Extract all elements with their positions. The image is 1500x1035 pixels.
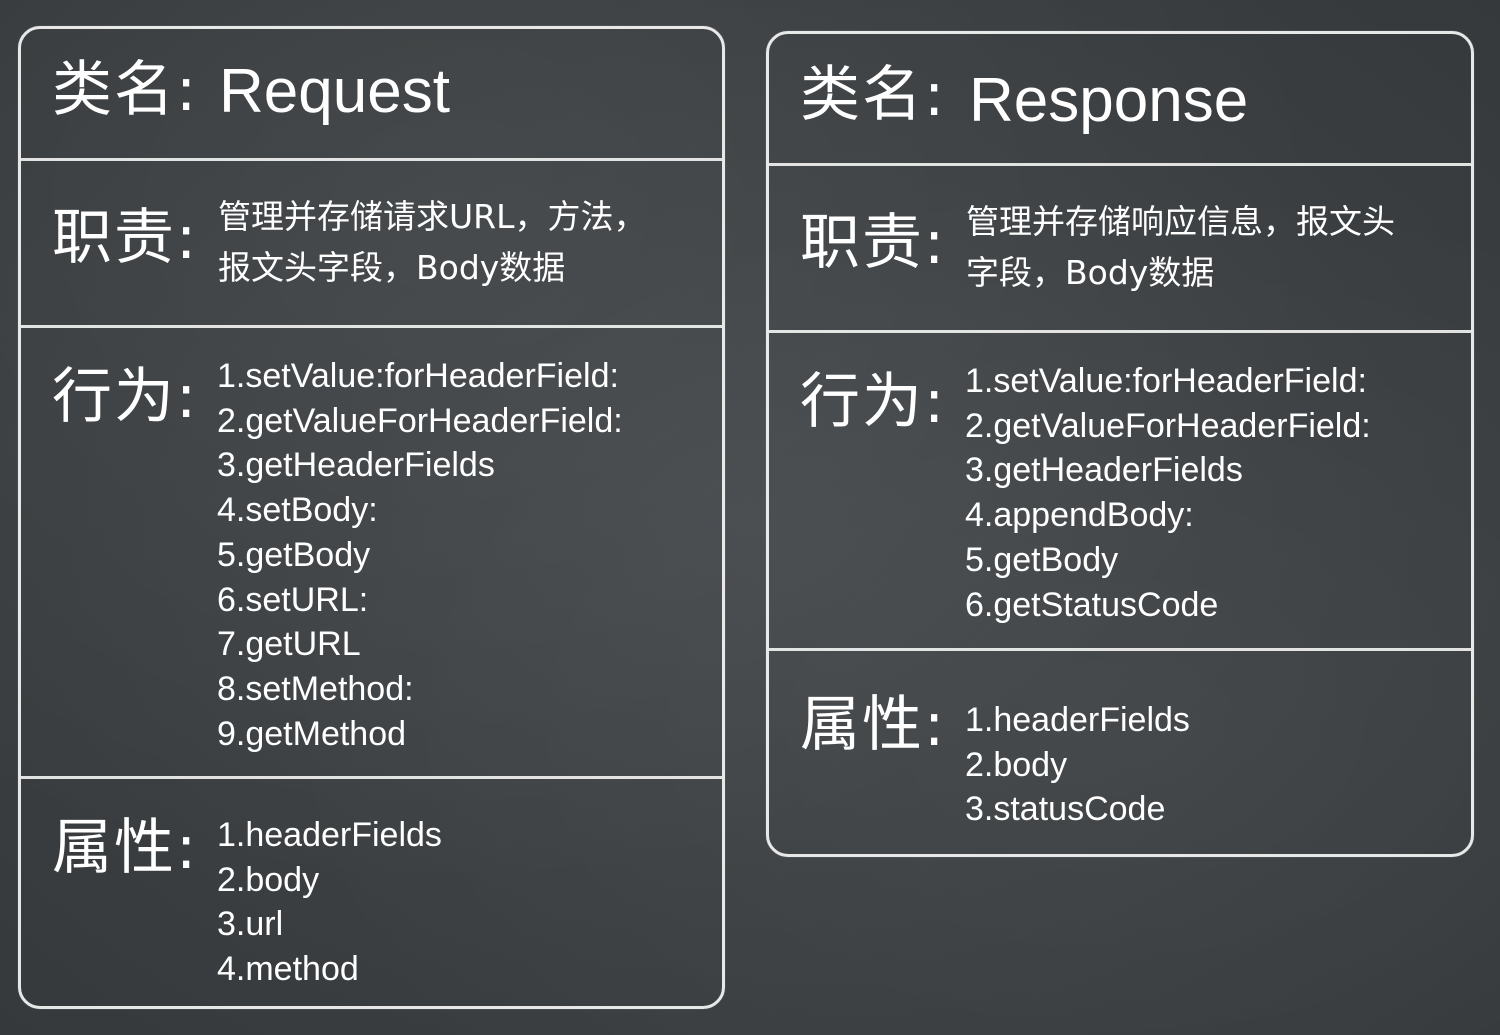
response-behavior-item: 6.getStatusCode (965, 585, 1219, 624)
request-behavior-item: 3.getHeaderFields (217, 446, 495, 485)
response-divider-2 (769, 330, 1471, 333)
request-property-item: 3.url (217, 905, 284, 944)
request-responsibility-text: 管理并存储请求URL，方法， 报文头字段，Body数据 (218, 191, 646, 293)
request-behavior-item: 4.setBody: (217, 491, 378, 530)
response-behavior-section: 行为: 1.setValue:forHeaderField: 2.getValu… (769, 333, 1471, 648)
request-behavior-item: 1.setValue:forHeaderField: (217, 357, 619, 395)
response-class-card: 类名: Response 职责: 管理并存储响应信息，报文头 字段，Body数据… (766, 31, 1474, 857)
response-responsibility-section: 职责: 管理并存储响应信息，报文头 字段，Body数据 (769, 166, 1471, 331)
response-behavior-item: 5.getBody (965, 540, 1119, 579)
response-responsibility-label: 职责: (800, 208, 947, 278)
request-property-item: 4.method (217, 950, 359, 989)
response-property-label: 属性: (800, 690, 947, 760)
request-behavior-section: 行为: 1.setValue:forHeaderField: 2.getValu… (21, 328, 722, 778)
response-property-list: 1.headerFields 2.body 3.statusCode (965, 698, 1190, 832)
response-property-item: 3.statusCode (965, 790, 1166, 829)
response-responsibility-line-2: 字段，Body数据 (966, 253, 1215, 292)
response-class-name-section: 类名: Response (769, 34, 1471, 164)
response-behavior-item: 3.getHeaderFields (965, 451, 1243, 490)
response-behavior-item: 4.appendBody: (965, 496, 1194, 535)
response-responsibility-text: 管理并存储响应信息，报文头 字段，Body数据 (966, 196, 1395, 298)
request-responsibility-line-1: 管理并存储请求URL，方法， (218, 197, 647, 236)
request-responsibility-label: 职责: (52, 203, 199, 273)
response-behavior-item: 1.setValue:forHeaderField: (965, 362, 1367, 400)
request-divider-3 (21, 776, 722, 779)
request-behavior-item: 9.getMethod (217, 714, 407, 753)
request-behavior-item: 6.setURL: (217, 580, 369, 619)
request-behavior-item: 2.getValueForHeaderField: (217, 401, 623, 440)
request-class-card: 类名: Request 职责: 管理并存储请求URL，方法， 报文头字段，Bod… (18, 26, 725, 1009)
request-responsibility-line-2: 报文头字段，Body数据 (218, 248, 566, 287)
response-behavior-label: 行为: (800, 367, 947, 437)
request-behavior-label: 行为: (52, 362, 199, 432)
request-class-name-section: 类名: Request (21, 29, 722, 159)
request-class-label: 类名: (52, 55, 199, 125)
request-divider-2 (21, 325, 722, 328)
response-class-label: 类名: (800, 60, 947, 130)
response-property-item: 1.headerFields (965, 701, 1190, 739)
response-property-section: 属性: 1.headerFields 2.body 3.statusCode (769, 651, 1471, 851)
response-responsibility-line-1: 管理并存储响应信息，报文头 (966, 202, 1395, 241)
request-property-section: 属性: 1.headerFields 2.body 3.url 4.method (21, 779, 722, 1009)
request-property-item: 1.headerFields (217, 816, 442, 854)
response-behavior-list: 1.setValue:forHeaderField: 2.getValueFor… (965, 359, 1371, 627)
response-divider-1 (769, 163, 1471, 166)
request-property-list: 1.headerFields 2.body 3.url 4.method (217, 813, 442, 992)
request-behavior-list: 1.setValue:forHeaderField: 2.getValueFor… (217, 354, 623, 756)
response-behavior-item: 2.getValueForHeaderField: (965, 406, 1371, 445)
response-class-name: Response (969, 66, 1249, 135)
response-divider-3 (769, 648, 1471, 651)
request-class-name: Request (219, 57, 450, 126)
response-property-item: 2.body (965, 745, 1068, 784)
request-behavior-item: 8.setMethod: (217, 669, 414, 708)
request-divider-1 (21, 158, 722, 161)
request-behavior-item: 7.getURL (217, 625, 361, 664)
request-property-label: 属性: (52, 813, 199, 883)
request-responsibility-section: 职责: 管理并存储请求URL，方法， 报文头字段，Body数据 (21, 161, 722, 326)
request-property-item: 2.body (217, 860, 320, 899)
request-behavior-item: 5.getBody (217, 535, 371, 574)
